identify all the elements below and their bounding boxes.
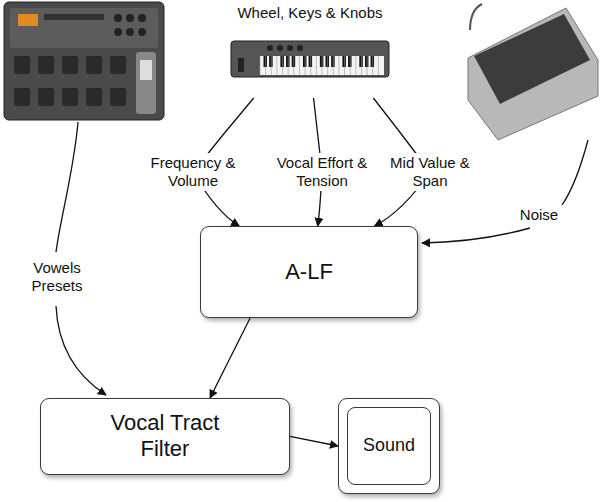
edge-label: Vocal Effort & Tension [265, 153, 379, 191]
inner-frame: Sound [347, 407, 431, 485]
box-label: A-LF [285, 259, 333, 285]
keyboard-picture [230, 40, 390, 80]
presets-line [56, 122, 78, 252]
presets-arrow [56, 306, 106, 395]
edge-label: Frequency & Volume [145, 153, 241, 191]
edge-label: Mid Value & Span [387, 153, 473, 191]
noise-arrow [422, 228, 530, 243]
noise-label: Noise [512, 205, 566, 225]
signal-arrow [210, 318, 250, 398]
signal-arrow [290, 436, 338, 446]
noise-line [562, 140, 588, 205]
process-box: A-LF [200, 226, 418, 318]
box-label: Vocal Tract Filter [85, 410, 245, 463]
device-title: Wheel, Keys & Knobs [237, 4, 382, 22]
presets-label: Vowels Presets [20, 258, 94, 296]
process-box: Vocal Tract Filter [40, 398, 290, 475]
foot-pedal [468, 4, 598, 140]
output-box: Sound [338, 398, 440, 494]
pod-device [4, 2, 164, 120]
input-device: Wheel, Keys & Knobs [222, 4, 398, 96]
box-label: Sound [363, 435, 415, 457]
